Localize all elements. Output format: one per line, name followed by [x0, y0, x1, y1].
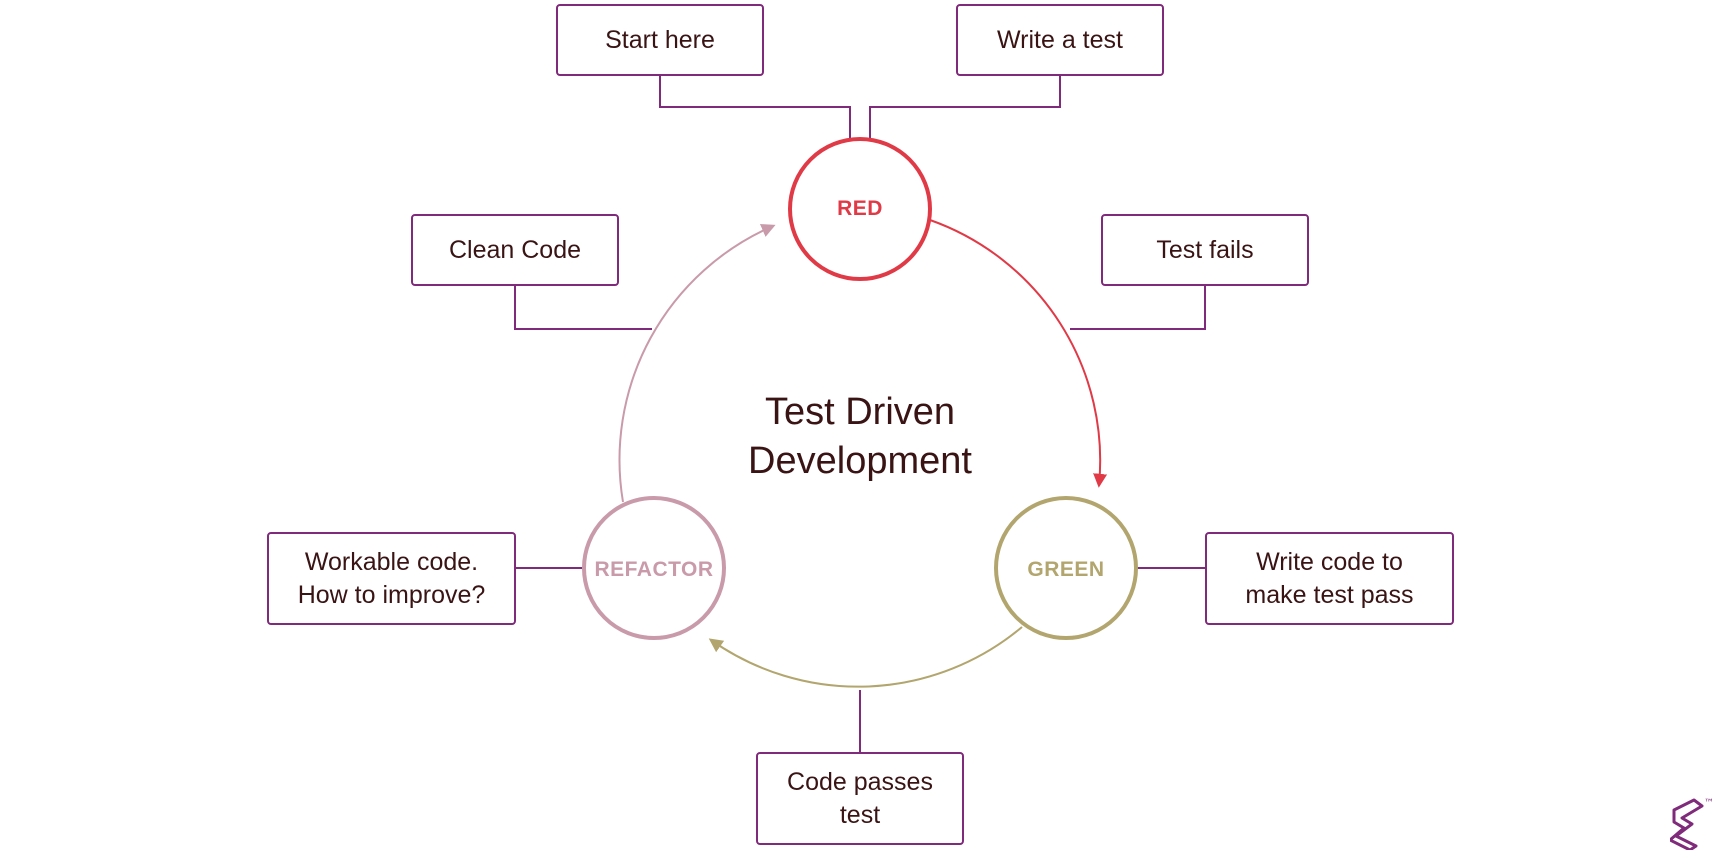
connector-start-here [659, 76, 851, 139]
connector-test-fails [1070, 286, 1206, 330]
arrow-red-to-green [929, 219, 1108, 488]
title-line-1: Test Driven [764, 391, 956, 433]
green-node-label: GREEN [1027, 558, 1105, 581]
refactor-node-circle [582, 496, 726, 640]
diagram-title: Test Driven Development [660, 388, 1060, 486]
box-workable-code: Workable code. How to improve? [267, 532, 516, 625]
box-code-passes-line-2: test [839, 800, 881, 829]
box-write-code-line-1: Write code to [1256, 547, 1403, 576]
brand-logo-icon: ™ [1670, 798, 1714, 850]
connector-clean-code [514, 286, 652, 330]
box-start-here: Start here [556, 4, 764, 76]
red-node-circle [788, 137, 932, 281]
box-write-a-test: Write a test [956, 4, 1164, 76]
title-line-2: Development [748, 440, 972, 482]
box-clean-code: Clean Code [411, 214, 619, 286]
box-write-code-line-2: make test pass [1245, 580, 1414, 609]
box-workable-code-line-1: Workable code. [304, 547, 479, 576]
arrow-green-to-refactor [708, 626, 1023, 688]
box-test-fails: Test fails [1101, 214, 1309, 286]
trademark-mark: ™ [1704, 798, 1714, 809]
green-node-circle [994, 496, 1138, 640]
box-code-passes-line-1: Code passes [787, 767, 933, 796]
arrow-refactor-to-red [618, 224, 776, 503]
box-start-here-text: Start here [605, 25, 715, 54]
box-write-a-test-text: Write a test [997, 25, 1123, 54]
box-test-fails-text: Test fails [1156, 235, 1254, 264]
box-code-passes: Code passes test [756, 752, 964, 845]
red-node-label: RED [837, 197, 883, 220]
refactor-node-label: REFACTOR [594, 558, 714, 581]
connector-write-a-test [869, 76, 1061, 139]
box-workable-code-line-2: How to improve? [297, 580, 486, 609]
box-write-code: Write code to make test pass [1205, 532, 1454, 625]
box-clean-code-text: Clean Code [448, 235, 582, 264]
